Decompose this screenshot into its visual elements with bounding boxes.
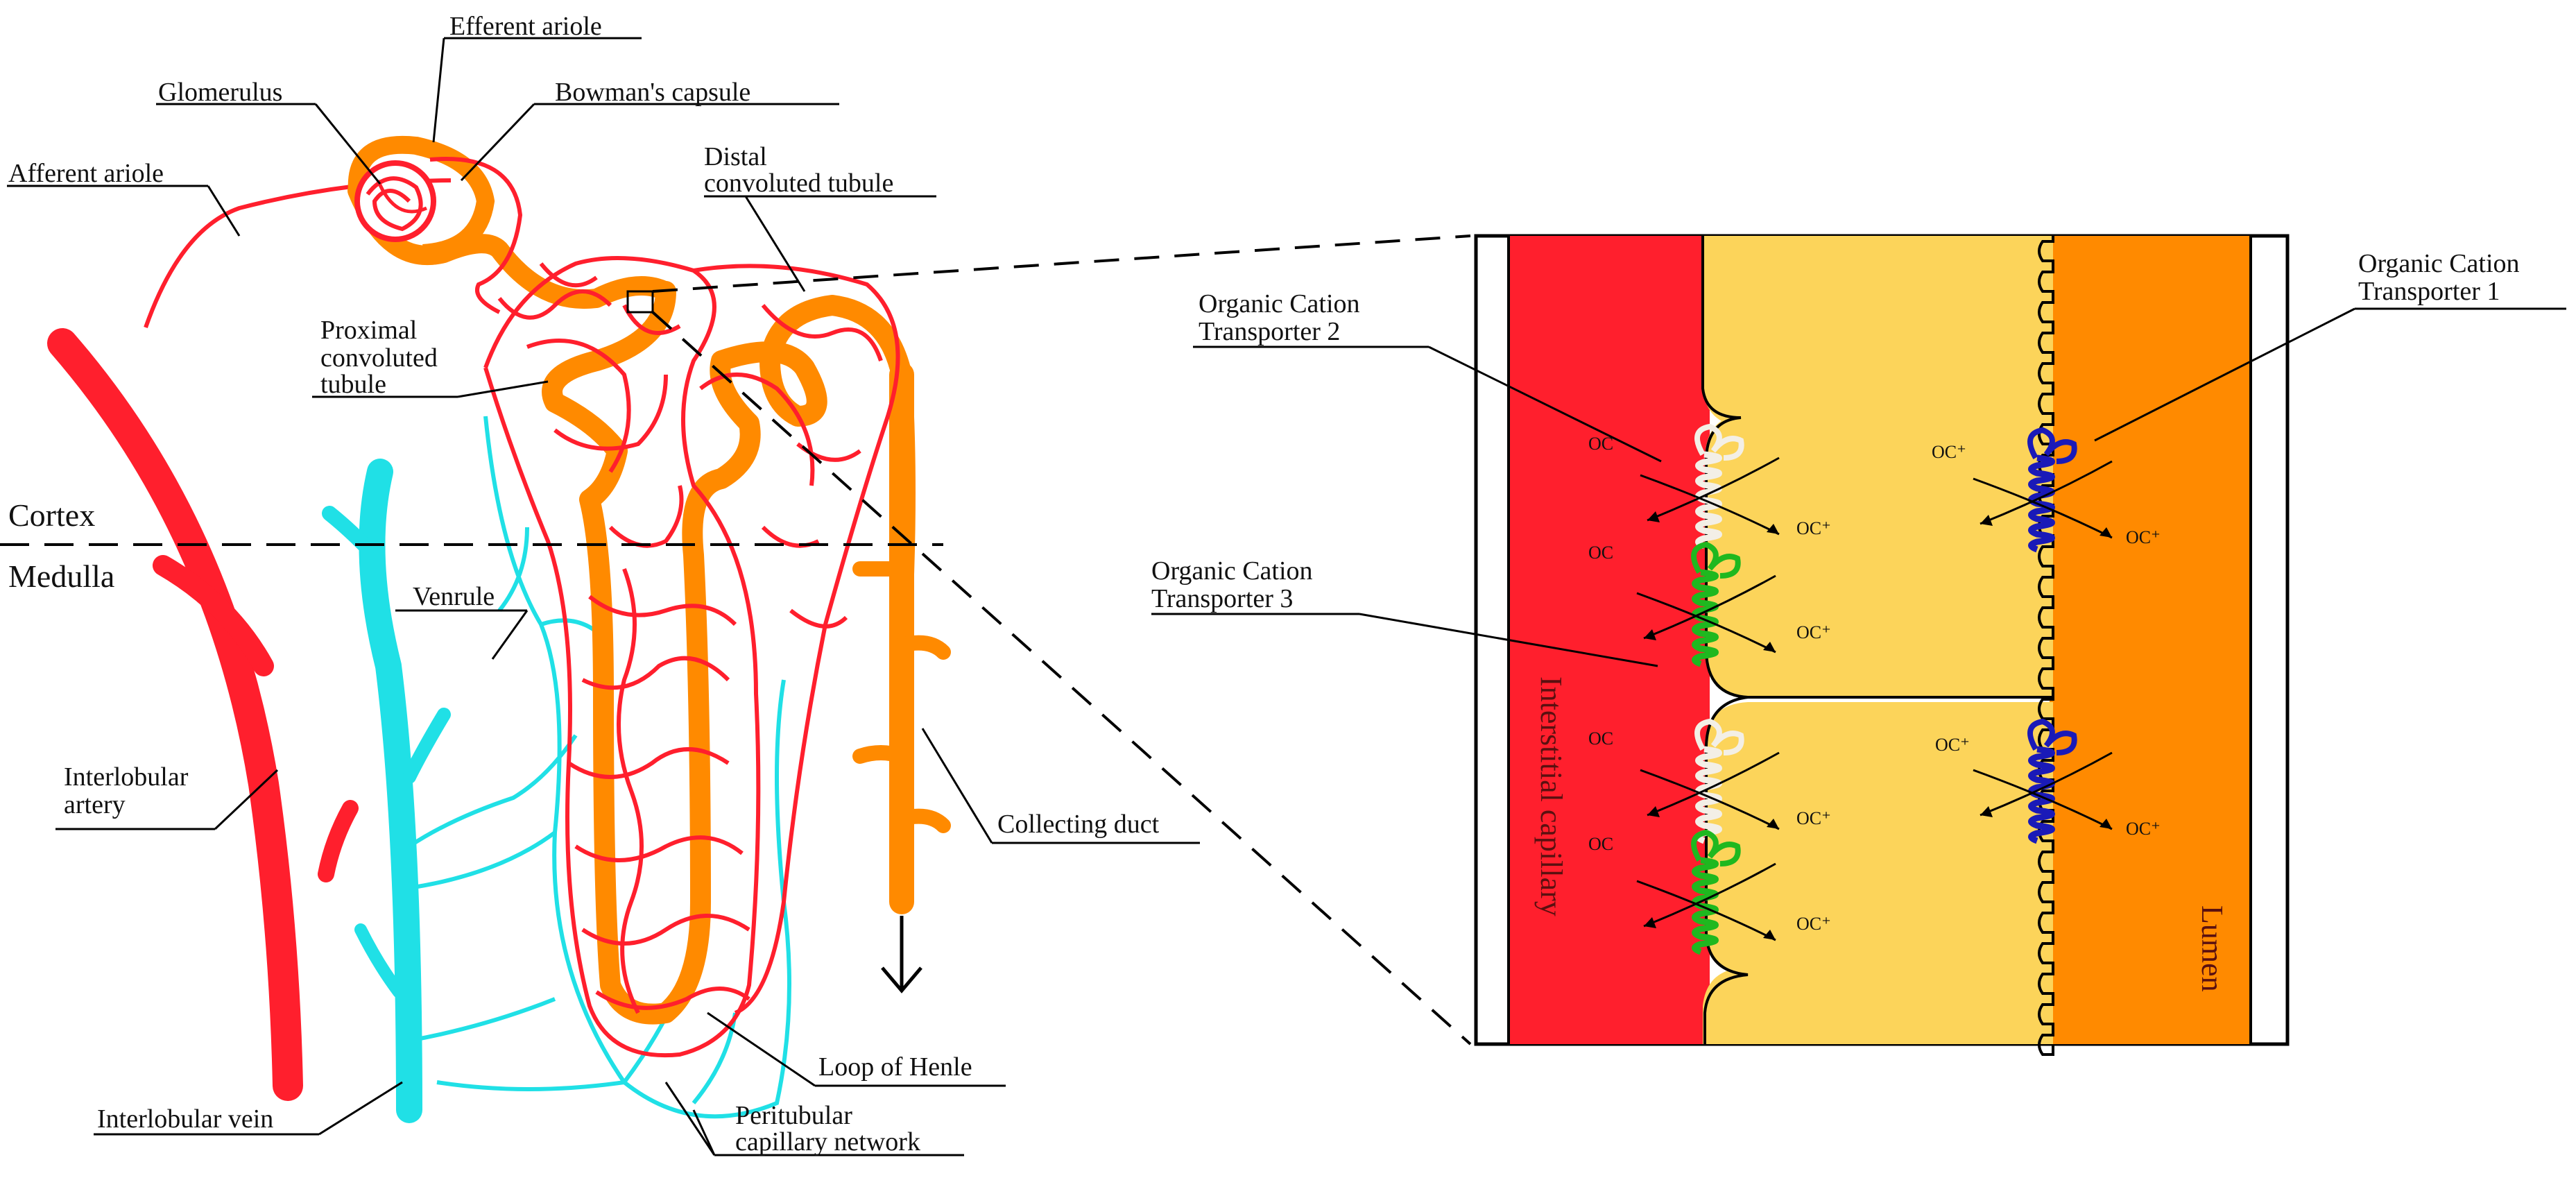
label-oct2-line1: Organic Cation: [1199, 289, 1360, 318]
label-loop-of-henle: Loop of Henle: [818, 1052, 972, 1082]
label-cortex: Cortex: [8, 497, 95, 533]
label-lumen: Lumen: [2195, 905, 2229, 992]
lumen-region: [2050, 236, 2251, 1044]
oct3-transporter-upper: [1636, 541, 1776, 667]
label-oct2-line2: Transporter 2: [1199, 317, 1340, 346]
label-proximal-line1: Proximal: [320, 316, 417, 345]
oc-label: OC: [1588, 834, 1613, 854]
zoom-connector-lines: [651, 234, 1472, 1045]
label-collecting-duct: Collecting duct: [997, 810, 1160, 839]
interlobular-vein: [322, 459, 451, 1123]
label-oct3-line1: Organic Cation: [1151, 556, 1313, 586]
label-oct1-line2: Transporter 1: [2358, 277, 2500, 306]
label-interstitial-capillary: Interstitial capillary: [1534, 676, 1568, 916]
oc-plus-label: OC⁺: [1796, 622, 1831, 642]
label-distal-line2: convoluted tubule: [704, 169, 893, 198]
bowmans-capsule: [347, 135, 523, 314]
oc-label: OC: [1588, 543, 1613, 563]
label-artery-line2: artery: [64, 790, 126, 819]
label-peritubular-line1: Peritubular: [735, 1101, 852, 1130]
oc-label: OC: [1588, 728, 1613, 749]
down-arrow-icon: [881, 916, 922, 993]
label-peritubular-line2: capillary network: [735, 1127, 920, 1156]
label-proximal-line3: tubule: [320, 370, 386, 399]
oct2-transporter-upper: [1640, 423, 1780, 549]
tubular-cell-body-1: [1705, 415, 2053, 697]
label-venrule: Venrule: [413, 582, 495, 611]
label-glomerulus: Glomerulus: [158, 78, 282, 107]
leader-lines-right: [1151, 307, 2566, 667]
oct1-transporter-lower: [1973, 718, 2113, 844]
labels: Efferent ariole Glomerulus Bowman's caps…: [8, 12, 2520, 1156]
label-afferent-ariole: Afferent ariole: [8, 159, 164, 188]
tubular-cell-body-2: [1705, 702, 2053, 975]
oct1-transporter-upper: [1973, 427, 2113, 553]
tubular-cell-lower: [1703, 968, 2053, 1044]
brush-border-microvilli: [2038, 236, 2054, 1056]
oc-plus-label: OC⁺: [1935, 735, 1970, 755]
label-oct3-line2: Transporter 3: [1151, 584, 1293, 613]
label-interlobular-vein: Interlobular vein: [97, 1104, 273, 1134]
label-bowmans-capsule: Bowman's capsule: [555, 78, 750, 107]
interstitial-capillary-region: [1509, 236, 1710, 1044]
nephron-tubule: [347, 181, 951, 1025]
oc-label: OC: [1588, 434, 1613, 454]
oc-plus-label: OC⁺: [2126, 819, 2161, 839]
zoom-region-marker: [626, 290, 654, 314]
leader-lines-left: [7, 37, 1200, 1156]
oc-plus-label: OC⁺: [1796, 914, 1831, 934]
tubular-cell-upper: [1703, 236, 2053, 427]
oc-plus-label: OC⁺: [1796, 518, 1831, 538]
oc-labels: OC OC⁺ OC OC⁺ OC OC⁺ OC OC⁺ OC⁺ OC⁺ OC⁺ …: [1588, 434, 2161, 934]
label-distal-line1: Distal: [704, 142, 767, 171]
oc-plus-label: OC⁺: [1932, 442, 1966, 462]
label-medulla: Medulla: [8, 558, 114, 594]
oct3-transporter-lower: [1636, 829, 1776, 955]
transporters-layer: [1636, 423, 2113, 955]
zoom-panel: [1474, 234, 2290, 1056]
label-proximal-line2: convoluted: [320, 343, 438, 373]
oc-plus-label: OC⁺: [2126, 527, 2161, 547]
oct2-transporter-lower: [1640, 718, 1780, 844]
label-efferent-ariole: Efferent ariole: [449, 12, 602, 41]
oc-plus-label: OC⁺: [1796, 808, 1831, 828]
label-oct1-line1: Organic Cation: [2358, 249, 2520, 278]
label-artery-line1: Interlobular: [64, 762, 189, 792]
